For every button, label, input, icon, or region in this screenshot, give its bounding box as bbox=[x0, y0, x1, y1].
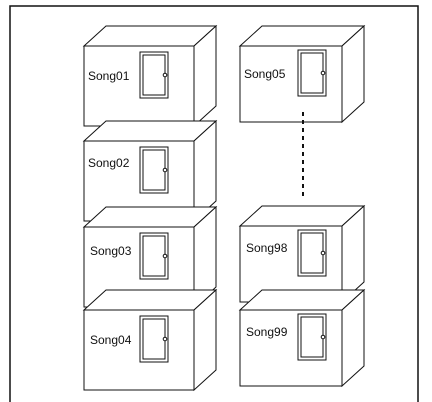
box-label: Song03 bbox=[90, 244, 132, 258]
box-label: Song05 bbox=[244, 67, 286, 81]
diagram-frame bbox=[9, 5, 419, 402]
song-box-song99: Song99 bbox=[238, 288, 366, 388]
box-label: Song02 bbox=[88, 156, 130, 170]
door-knob-icon bbox=[162, 167, 168, 173]
box-label: Song04 bbox=[90, 333, 132, 347]
box-label: Song01 bbox=[88, 69, 130, 83]
door-knob-icon bbox=[162, 253, 168, 259]
song-box-song05: Song05 bbox=[238, 24, 366, 124]
song-box-song01: Song01 bbox=[82, 24, 218, 128]
door-knob-icon bbox=[320, 70, 326, 76]
box-label: Song99 bbox=[246, 325, 288, 339]
door-knob-icon bbox=[320, 334, 326, 340]
song-box-song03: Song03 bbox=[82, 205, 218, 309]
door-knob-icon bbox=[162, 336, 168, 342]
song-box-song04: Song04 bbox=[82, 288, 218, 392]
door-knob-icon bbox=[162, 72, 168, 78]
song-box-song98: Song98 bbox=[238, 204, 366, 304]
door-knob-icon bbox=[320, 250, 326, 256]
song-box-song02: Song02 bbox=[82, 119, 218, 223]
box-label: Song98 bbox=[246, 241, 288, 255]
